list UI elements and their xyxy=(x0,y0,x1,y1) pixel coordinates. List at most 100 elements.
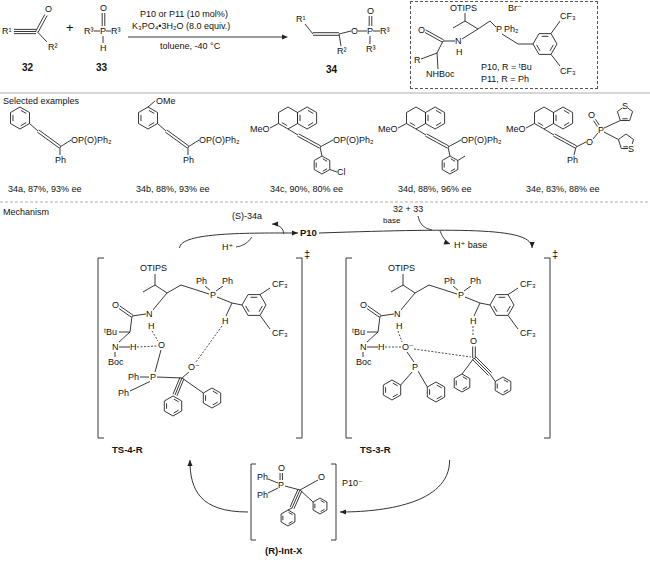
benzene-ring xyxy=(298,107,317,129)
triple-bond xyxy=(175,378,182,395)
ring-double-bond xyxy=(456,380,457,385)
double-bond xyxy=(294,491,302,509)
release-arrow-head xyxy=(272,221,278,226)
bond-line xyxy=(462,29,478,39)
atom-label: CF₃ xyxy=(272,328,288,338)
bond-line xyxy=(37,32,47,43)
bond-line xyxy=(574,147,576,155)
bond-line xyxy=(448,140,461,147)
ring-double-bond xyxy=(308,123,313,126)
atom-label: Ph xyxy=(567,155,578,165)
atom-label: H xyxy=(222,316,229,326)
bond-line xyxy=(367,347,378,348)
atom-label: R² xyxy=(48,42,58,52)
atom-label: Ph xyxy=(183,155,194,165)
atom-label: P xyxy=(367,26,373,36)
bond-line xyxy=(60,140,71,147)
bond-line xyxy=(140,377,149,378)
bond-line xyxy=(130,316,132,332)
bond-line xyxy=(182,378,203,393)
compound-number: 34 xyxy=(326,64,337,75)
atom-label: H xyxy=(130,342,137,352)
atom-label: O xyxy=(470,336,477,346)
bond-line xyxy=(188,147,189,155)
bond-line xyxy=(270,124,279,129)
atom-label: R³ xyxy=(380,26,390,36)
bond-line xyxy=(358,31,367,32)
bond-line xyxy=(400,293,415,311)
ring-double-bond xyxy=(393,394,398,397)
atom-label: N xyxy=(146,309,153,319)
double-bond xyxy=(104,13,105,26)
triple-bond xyxy=(292,490,300,508)
atom-label: P xyxy=(150,372,156,382)
bond-line xyxy=(398,124,407,129)
bond-line xyxy=(305,24,313,34)
ts-bracket xyxy=(346,258,550,438)
double-bond xyxy=(553,136,564,142)
hydrogen-bond xyxy=(196,326,222,362)
section-rule xyxy=(0,202,650,203)
ring-double-bond xyxy=(385,387,386,393)
cycle-arrow-head xyxy=(187,460,192,466)
bond-line xyxy=(300,480,318,490)
bond-line xyxy=(407,352,414,362)
species-label: P10⁻ xyxy=(342,478,363,488)
ring-double-bond xyxy=(149,123,154,126)
ts-bracket xyxy=(98,258,302,438)
atom-label: CF₃ xyxy=(520,279,536,289)
node-text: P11, R = Ph xyxy=(481,74,529,85)
double-bond xyxy=(475,347,476,359)
atom-label: CF₃ xyxy=(560,66,576,76)
hydrogen-bond xyxy=(414,349,471,357)
benzene-ring xyxy=(11,107,30,129)
intermediate: (R)-Int-X xyxy=(248,462,340,562)
atom-label: Ph xyxy=(257,490,268,500)
atom-label: O xyxy=(367,6,374,16)
atom-label: OMe xyxy=(156,96,176,106)
double-bond xyxy=(280,473,281,480)
bond-line xyxy=(415,285,429,293)
double-bond xyxy=(118,308,131,317)
atom-label: O xyxy=(588,110,595,120)
atom-label: P xyxy=(496,24,502,34)
node-text: (R)-Int-X xyxy=(265,545,302,557)
double-bond xyxy=(36,14,45,31)
species-label: 32 + 33 xyxy=(393,204,423,214)
bond-line xyxy=(268,479,278,483)
hydrogen-bond xyxy=(385,347,401,348)
bond-line xyxy=(403,274,404,285)
yield-caption: 34d, 88%, 96% ee xyxy=(398,184,472,194)
section-rule xyxy=(0,93,650,94)
atom-label: O⁻ xyxy=(402,342,414,352)
release-arrow-head xyxy=(444,240,451,245)
atom-label: CF₃ xyxy=(520,328,536,338)
bond-line xyxy=(367,332,378,333)
atom-label: Boc xyxy=(108,357,124,367)
ring-double-bond xyxy=(289,512,293,514)
bond-line xyxy=(268,488,278,493)
cycle-arrow xyxy=(340,460,450,515)
bond-line xyxy=(155,350,161,372)
reaction-arrow-head xyxy=(282,34,288,39)
cycle-arrow-line xyxy=(190,460,248,512)
input-arrow xyxy=(418,216,432,230)
species-label: H⁺ xyxy=(222,242,233,252)
atom-label: Ph xyxy=(128,372,139,382)
bond-line xyxy=(132,314,146,316)
ring-double-bond xyxy=(393,383,398,386)
double-bond xyxy=(371,16,372,26)
atom-label: Cl xyxy=(337,167,346,177)
yield-caption: 34a, 87%, 93% ee xyxy=(8,184,82,194)
benzene-ring xyxy=(313,498,327,514)
intermediate-bracket xyxy=(251,464,336,540)
benzene-ring xyxy=(427,382,444,402)
double-bond xyxy=(313,32,326,33)
bond-line xyxy=(288,508,292,510)
ring-double-bond xyxy=(149,110,154,113)
atom-label: Ph xyxy=(222,276,233,286)
bond-line xyxy=(103,36,104,43)
bond-line xyxy=(478,21,490,29)
double-bond xyxy=(326,32,339,33)
cycle-arrow-line xyxy=(340,460,450,512)
